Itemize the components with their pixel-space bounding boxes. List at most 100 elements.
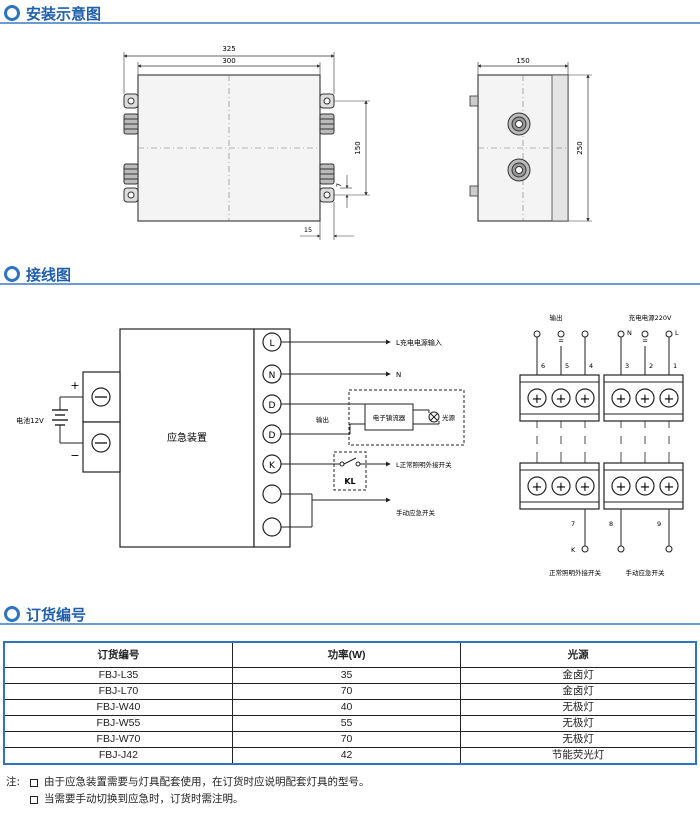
svg-text:7: 7 <box>571 520 575 528</box>
svg-text:+: + <box>664 480 675 495</box>
cable-gland-top <box>507 112 531 136</box>
dim-325: 325 <box>222 45 235 53</box>
cell-model: FBJ-L35 <box>3 667 233 684</box>
output-label: 输出 <box>316 415 329 424</box>
svg-text:+: + <box>664 392 675 407</box>
top-pin-2: =2 <box>641 330 653 375</box>
dim-15: 15 <box>304 226 312 234</box>
terminal-D1: D <box>262 394 282 414</box>
svg-text:L: L <box>675 329 679 337</box>
kl-label: KL <box>344 477 355 486</box>
terminal-block-top-right: + + + <box>603 374 684 422</box>
plus-sign: + <box>70 379 79 392</box>
top-pin-4: 4 <box>581 330 593 375</box>
dim-300: 300 <box>222 57 235 65</box>
section-divider <box>0 22 700 24</box>
right-output-label: 输出 <box>550 313 563 322</box>
checkbox-square-icon <box>30 779 38 787</box>
section-title-install: 安装示意图 <box>26 5 102 23</box>
cell-light: 金卤灯 <box>460 683 697 700</box>
kl-dashed-box <box>333 451 367 491</box>
terminal-blank-2 <box>262 517 282 537</box>
cell-model: FBJ-W70 <box>3 731 233 748</box>
cell-light: 无极灯 <box>460 731 697 748</box>
n-label: N <box>396 371 401 379</box>
terminal-N: N <box>262 364 282 384</box>
terminal-block-bottom-left: + + + <box>519 462 600 510</box>
cell-light: 无极灯 <box>460 699 697 716</box>
cell-power: 55 <box>231 715 462 732</box>
section-header-install: 安装示意图 <box>0 2 700 24</box>
top-pin-6: 6 <box>533 330 545 375</box>
svg-text:9: 9 <box>657 520 661 528</box>
dim-150-width: 150 <box>516 57 529 65</box>
terminal-D2: D <box>262 424 282 444</box>
cell-model: FBJ-W55 <box>3 715 233 732</box>
svg-text:K: K <box>571 546 576 554</box>
svg-text:4: 4 <box>589 362 593 370</box>
svg-text:+: + <box>532 392 543 407</box>
svg-text:=: = <box>642 337 648 345</box>
cell-model: FBJ-J42 <box>3 747 233 765</box>
terminal-L: L <box>262 332 282 352</box>
wiring-diagram: 应急装置 + − 电池12V L N D D K L充电电源输入 N 电子镇流器… <box>16 313 684 577</box>
cell-light: 节能荧光灯 <box>460 747 697 765</box>
terminal-block-bottom-right: + + + <box>603 462 684 510</box>
top-pin-3: N3 <box>617 329 632 375</box>
terminal-K: K <box>262 454 282 474</box>
cell-light: 无极灯 <box>460 715 697 732</box>
svg-text:5: 5 <box>565 362 569 370</box>
cell-power: 70 <box>231 683 462 700</box>
ballast-box <box>364 403 414 431</box>
svg-text:1: 1 <box>673 362 677 370</box>
bottom-pin-8: 8 <box>609 509 625 553</box>
ring-bullet-icon <box>4 266 20 282</box>
normal-switch-label: 正常照明外接开关 <box>549 568 602 577</box>
dim-7: 7 <box>335 183 343 187</box>
svg-text:N: N <box>627 329 632 337</box>
ring-bullet-icon <box>4 606 20 622</box>
battery-label: 电池12V <box>16 416 44 425</box>
svg-text:+: + <box>580 480 591 495</box>
cell-model: FBJ-L70 <box>3 683 233 700</box>
svg-text:N: N <box>269 371 276 381</box>
switch-label: L正常照明外接开关 <box>396 460 452 469</box>
svg-text:+: + <box>556 392 567 407</box>
section-title-order: 订货编号 <box>26 606 87 624</box>
cell-power: 70 <box>231 731 462 748</box>
checkbox-square-icon <box>30 796 38 804</box>
svg-text:2: 2 <box>649 362 653 370</box>
notes-label: 注: <box>6 776 21 788</box>
lamp-label: 光源 <box>442 413 456 422</box>
cell-power: 35 <box>231 667 462 684</box>
left-lugs <box>123 93 139 203</box>
right-charge-label: 充电电源220V <box>629 313 672 322</box>
section-title-wiring: 接线图 <box>26 266 72 284</box>
svg-text:K: K <box>269 461 276 471</box>
bottom-pin-7: 7K <box>571 509 589 554</box>
dim-150-height: 150 <box>354 141 362 154</box>
note-item-1: 由于应急装置需要与灯具配套使用，在订货时应说明配套灯具的型号。 <box>44 776 370 788</box>
dim-250: 250 <box>576 141 584 154</box>
svg-text:8: 8 <box>609 520 613 528</box>
terminal-blank-1 <box>262 484 282 504</box>
minus-sign: − <box>70 449 79 462</box>
col-header-model: 订货编号 <box>3 641 233 668</box>
cable-gland-bottom <box>507 158 531 182</box>
output-dashed-box <box>348 389 465 446</box>
svg-text:L: L <box>269 339 274 349</box>
section-header-order: 订货编号 <box>0 603 700 625</box>
svg-text:=: = <box>558 337 564 345</box>
manual-label: 手动应急开关 <box>396 508 436 517</box>
manual-switch-label: 手动应急开关 <box>626 568 666 577</box>
ballast-label: 电子镇流器 <box>373 413 406 422</box>
cell-light: 金卤灯 <box>460 667 697 684</box>
svg-text:D: D <box>269 401 276 411</box>
